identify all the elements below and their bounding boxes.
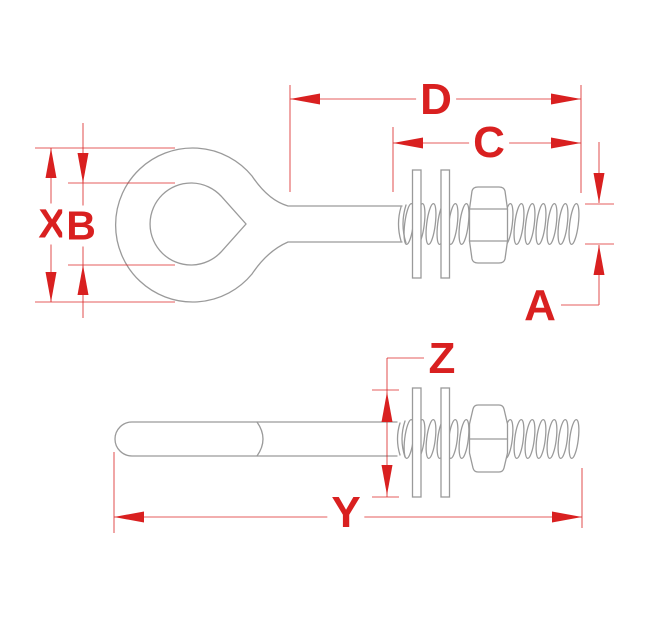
arrowhead — [381, 465, 393, 495]
thread-coil — [568, 202, 580, 246]
view-eye-bolt — [114, 147, 580, 303]
eye-bolt-outline — [114, 147, 403, 303]
washer — [440, 169, 451, 279]
arrowhead — [551, 93, 581, 105]
thread-coil — [546, 418, 558, 460]
dim-label-Y: Y — [327, 491, 365, 535]
thread-coil — [535, 418, 547, 460]
arrowhead — [593, 173, 605, 203]
thread-coil — [524, 418, 536, 460]
arrowhead — [77, 153, 89, 183]
thread-coil — [458, 418, 470, 460]
arrowhead — [552, 511, 582, 523]
hex-nut — [468, 186, 509, 264]
leader-line — [561, 245, 600, 306]
dim-label-Z: Z — [424, 337, 460, 381]
thread-coil — [557, 418, 569, 460]
view-shank — [114, 387, 580, 498]
arrowhead — [381, 392, 393, 422]
dimension-Z — [372, 357, 424, 498]
thread-coil — [535, 202, 547, 246]
thread-coil — [425, 418, 437, 460]
washer — [440, 387, 451, 498]
thread-coil — [458, 202, 470, 246]
arrowhead — [45, 148, 57, 178]
thread-coil — [513, 202, 525, 246]
dimension-A — [561, 142, 614, 306]
thread-coil — [524, 202, 536, 246]
arrowhead — [45, 272, 57, 302]
dim-label-C: C — [469, 121, 509, 165]
shank-outline — [114, 421, 398, 457]
dim-label-A: A — [520, 284, 560, 328]
thread-coil — [557, 202, 569, 246]
dim-label-X: X — [34, 203, 70, 245]
dim-label-D: D — [416, 78, 456, 122]
arrowhead — [290, 93, 320, 105]
hex-nut-facet-lines — [468, 208, 509, 242]
thread-coil — [513, 418, 525, 460]
thread-coil — [546, 202, 558, 246]
thread-runout — [396, 422, 401, 456]
arrowhead — [551, 137, 581, 149]
thread-runout — [397, 206, 402, 242]
eye-opening — [149, 182, 247, 266]
thread-coil — [568, 418, 580, 460]
dim-label-B: B — [62, 205, 100, 247]
shank-transition-arc — [256, 421, 264, 457]
arrowhead — [114, 511, 144, 523]
arrowhead — [77, 265, 89, 295]
arrowhead — [393, 137, 423, 149]
washer — [411, 169, 422, 279]
washer — [411, 387, 422, 498]
thread-coil — [425, 202, 437, 246]
thread-runout — [402, 204, 407, 244]
